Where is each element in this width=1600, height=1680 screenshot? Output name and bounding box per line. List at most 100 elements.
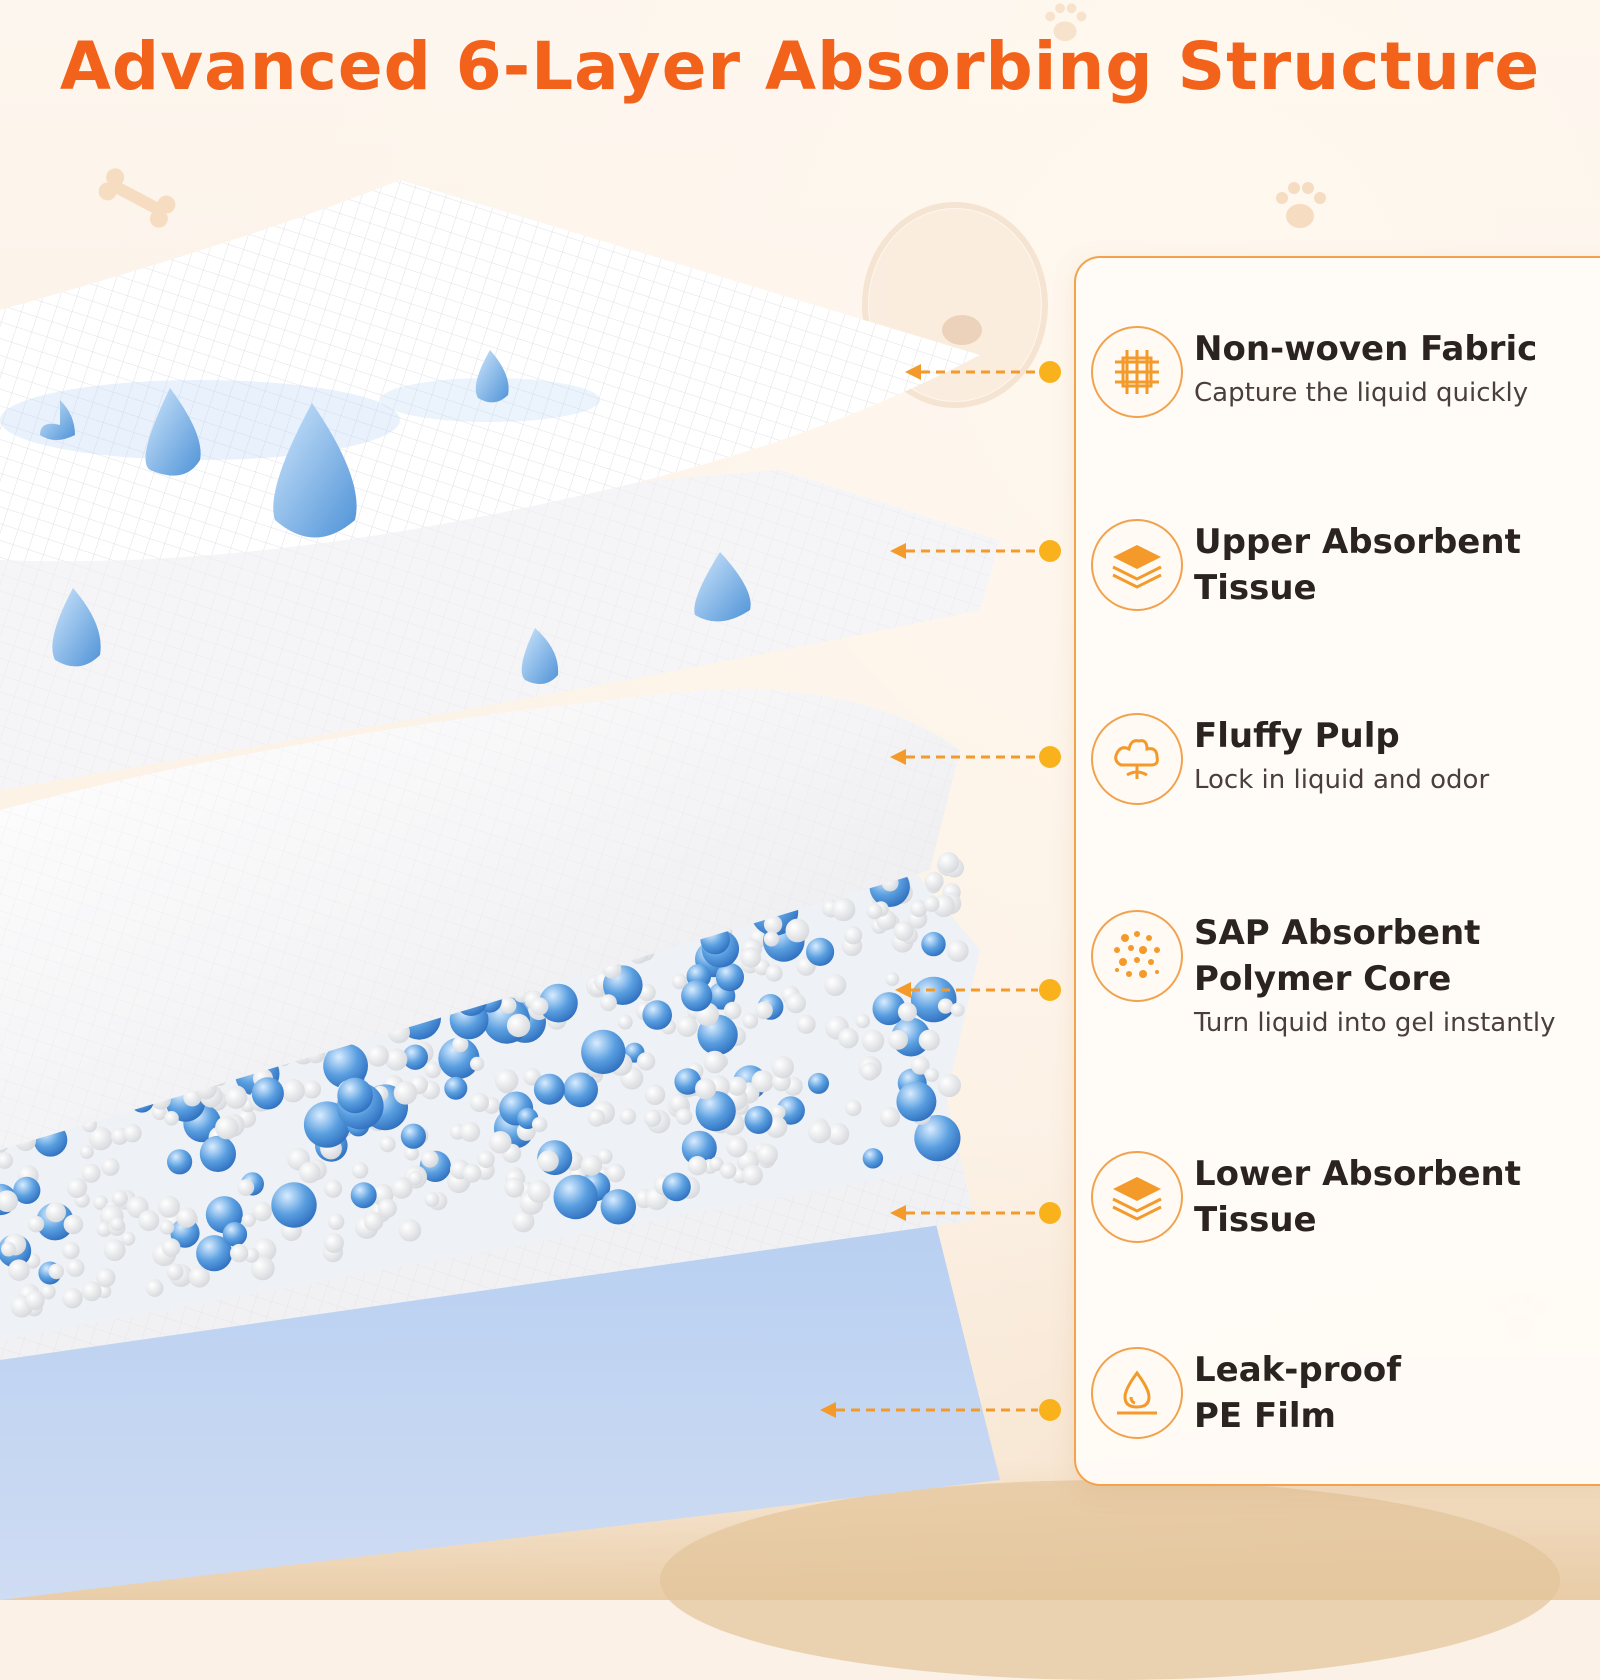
sap-gel-bead <box>350 1182 377 1209</box>
sap-bead <box>494 1068 519 1093</box>
sap-gel-bead <box>776 1096 805 1125</box>
sap-bead <box>531 1116 548 1133</box>
sap-bead <box>597 1148 613 1164</box>
sap-bead <box>796 1014 816 1034</box>
sap-gel-bead <box>914 1115 961 1162</box>
sap-bead <box>385 1048 408 1071</box>
connector-dot <box>1039 746 1061 768</box>
sap-bead <box>537 1150 559 1172</box>
sap-bead <box>885 972 900 987</box>
sap-gel-bead <box>674 1068 701 1095</box>
sap-bead <box>488 1131 512 1154</box>
sap-gel-bead <box>402 1044 428 1070</box>
sap-bead <box>96 1268 116 1288</box>
sap-bead <box>188 1266 210 1288</box>
sap-bead <box>879 1106 900 1128</box>
sap-gel-bead <box>199 1135 236 1172</box>
sap-bead <box>159 1220 175 1235</box>
sap-bead <box>676 1015 698 1037</box>
sap-bead <box>723 1001 742 1020</box>
sap-bead <box>587 1109 606 1127</box>
layers-info-panel <box>1074 256 1600 1486</box>
sap-bead <box>644 1084 666 1105</box>
sap-bead <box>145 1279 164 1297</box>
connector-dot <box>1039 361 1061 383</box>
sap-bead <box>636 1052 656 1071</box>
sap-bead <box>62 1241 80 1260</box>
sap-bead <box>103 1239 126 1262</box>
sap-gel-bead <box>553 1174 598 1220</box>
sap-bead <box>224 1086 248 1109</box>
sap-gel-bead <box>167 1149 193 1175</box>
sap-bead <box>938 852 960 873</box>
sap-bead <box>379 1136 396 1153</box>
sap-bead <box>302 1080 322 1099</box>
layer-name-line: Lower Absorbent <box>1194 1154 1521 1194</box>
sap-bead <box>643 1109 662 1127</box>
sap-gel-bead <box>662 1172 691 1202</box>
sap-gel-bead <box>921 931 946 957</box>
sap-bead <box>675 1108 693 1125</box>
sap-bead <box>709 1156 724 1172</box>
paw-decoration <box>1276 182 1326 228</box>
sap-bead <box>408 1170 423 1186</box>
sap-bead <box>215 1116 239 1140</box>
sap-gel-bead <box>872 992 906 1026</box>
sap-gel-bead <box>808 1072 829 1094</box>
connector-arrow <box>905 364 921 380</box>
sap-gel-bead <box>438 1037 480 1079</box>
sap-bead <box>606 1163 625 1183</box>
sap-bead <box>727 1076 747 1096</box>
sap-bead <box>93 1195 108 1210</box>
sap-bead <box>164 1111 179 1126</box>
sap-bead <box>452 1036 469 1053</box>
sap-gel-bead <box>715 963 745 992</box>
layers-icon <box>1091 1151 1183 1243</box>
sap-bead <box>742 1164 763 1186</box>
sap-bead <box>751 1070 774 1093</box>
sap-bead <box>0 1152 13 1169</box>
sap-gel-bead <box>806 937 835 967</box>
sap-bead <box>756 1143 778 1166</box>
sap-bead <box>66 1258 85 1277</box>
sap-gel-bead <box>251 1077 284 1110</box>
sap-bead <box>771 1056 794 1079</box>
sap-gel-bead <box>539 983 578 1023</box>
sap-bead <box>138 1210 160 1232</box>
connector-arrow <box>890 1205 906 1221</box>
layer-name-line: Fluffy Pulp <box>1194 716 1400 756</box>
sap-gel-bead <box>681 1130 717 1166</box>
sap-bead <box>763 931 780 947</box>
layer-name-line: PE Film <box>1194 1396 1336 1436</box>
sap-bead <box>911 1056 930 1075</box>
sap-gel-bead <box>695 1091 736 1132</box>
sap-bead <box>24 1290 45 1311</box>
sap-bead <box>703 1050 726 1074</box>
sap-bead <box>377 1198 397 1218</box>
sap-bead <box>391 1177 413 1199</box>
sap-bead <box>79 1144 94 1159</box>
sap-gel-bead <box>400 1123 426 1149</box>
sap-bead <box>96 1221 112 1237</box>
sap-bead <box>785 918 810 943</box>
sap-bead <box>66 1177 88 1198</box>
sap-bead <box>946 939 969 962</box>
layer-stack-illustration <box>0 180 1000 1600</box>
sap-gel-bead <box>533 1073 565 1105</box>
sap-bead <box>726 1136 748 1158</box>
sap-bead <box>924 871 944 891</box>
sap-bead <box>241 1212 256 1227</box>
sap-bead <box>393 1081 418 1105</box>
sap-bead <box>424 1061 441 1079</box>
sap-bead <box>838 1028 859 1049</box>
layer-name-line: Tissue <box>1194 1200 1317 1240</box>
sap-bead <box>770 1105 786 1120</box>
sap-bead <box>45 1202 66 1223</box>
sap-bead <box>460 1121 481 1142</box>
sap-bead <box>398 1219 422 1242</box>
sap-bead <box>230 1243 249 1263</box>
connector-dot <box>1039 540 1061 562</box>
connector-dot <box>1039 979 1061 1001</box>
sap-gel-bead <box>862 1148 884 1169</box>
sap-bead <box>924 1067 939 1082</box>
